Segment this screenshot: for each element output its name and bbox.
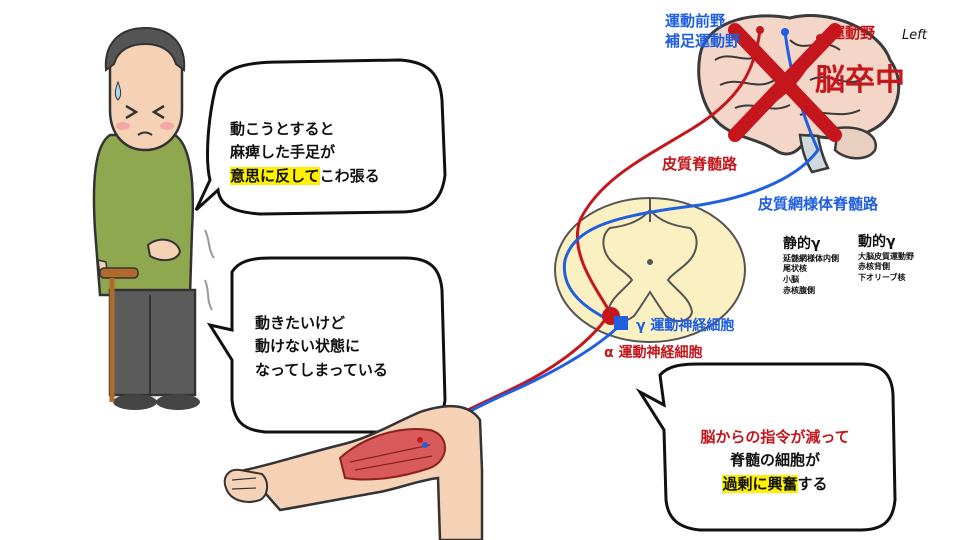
label-alpha-motor-neuron: α 運動神経細胞 [604,345,703,361]
dynamic-gamma-item: 下オリーブ核 [858,273,906,283]
bubble1-line2: 麻痺した手足が [230,143,336,162]
motor-cortex-neuron [756,26,764,34]
person-hair [104,26,186,72]
dynamic-gamma-item: 赤核背側 [858,262,890,272]
bubble2-line1: 動きたいけど [255,314,346,332]
elderly-person-illustration [92,26,215,410]
gamma-motor-neuron [614,316,628,330]
dynamic-gamma-title: 動的γ [858,234,896,250]
label-gamma-motor-neuron: γ 運動神経細胞 [636,318,735,334]
tremble-lines [204,229,215,259]
static-gamma-list: 静的γ 延髄網様体内側 尾状核 小脳 赤核腹側 [783,236,839,297]
bubble3-line3: 過剰に興奮する [675,473,875,496]
bubble3-highlight: 過剰に興奮 [722,474,798,493]
x-cross-icon [728,23,842,142]
cerebellum [833,126,877,160]
bubble2-line3: なってしまっている [255,360,388,379]
bubble2-line2: 動けない状態に [255,337,361,356]
person-shoe-right [156,394,200,410]
bubble1-highlight: 意思に反して [230,166,320,185]
premotor-neuron [781,28,789,36]
static-gamma-item: 小脳 [783,275,799,285]
bubble3-line3-rest: する [797,474,828,493]
static-gamma-item: 尾状核 [783,264,807,274]
person-shoe-left [113,394,157,410]
label-corticoreticulospinal-tract: 皮質網様体脊髄路 [758,195,879,213]
label-left-hemisphere: Left [902,28,927,43]
label-corticospinal-tract: 皮質脊髄路 [662,155,738,173]
person-hand [146,238,182,262]
bubble3-line1: 脳からの指令が減って [700,428,850,446]
spinal-gray-matter [602,208,698,322]
bubble1-line3: 意思に反してこわ張る [230,165,380,188]
corticospinal-tract [418,29,762,442]
label-premotor-cortex: 運動前野 [665,12,726,30]
person-trousers [108,288,197,397]
static-gamma-item: 赤核腹側 [783,285,815,295]
label-stroke: 脳卒中 [815,63,905,98]
spinal-cord-section [554,197,746,343]
label-supplementary-motor-area: 補足運動野 [665,32,741,50]
sweat-drop-icon [114,80,122,101]
dynamic-gamma-list: 動的γ 大脳皮質運動野 赤核背側 下オリーブ核 [858,234,914,284]
fist [223,468,268,503]
bubble3-line2: 脊髄の細胞が [729,451,820,470]
person-eyes-squint [125,104,165,120]
bubble1-line1: 動こうとすると [230,120,335,138]
speech-bubble-3 [635,362,897,532]
dynamic-gamma-item: 大脳皮質運動野 [858,251,914,261]
static-gamma-item: 延髄網様体内側 [783,253,839,263]
label-motor-cortex: 運動野 [830,24,876,42]
speech-bubble-2-text: 動きたいけど 動けない状態に なってしまっている [255,312,388,382]
speech-bubble-3-text: 脳からの指令が減って 脊髄の細胞が 過剰に興奮する [675,426,875,496]
bubble1-line3-rest: こわ張る [319,166,380,185]
corticoreticulospinal-tract [423,31,820,446]
static-gamma-title: 静的γ [783,236,821,252]
central-canal [647,259,653,265]
speech-bubble-1-text: 動こうとすると 麻痺した手足が 意思に反してこわ張る [230,118,380,188]
cane-handle [99,267,139,279]
